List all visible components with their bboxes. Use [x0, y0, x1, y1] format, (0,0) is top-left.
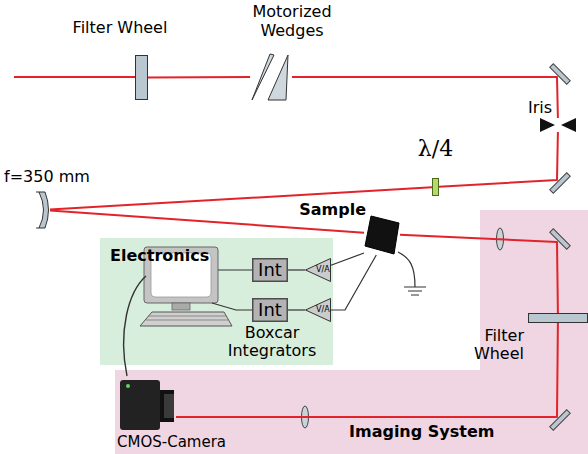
- amplifier: V/A: [305, 298, 331, 322]
- group-label: Boxcar Integrators: [215, 324, 329, 359]
- cmos-camera-shape: [120, 376, 176, 432]
- laser-beam: [292, 77, 558, 118]
- region-title: Electronics: [110, 246, 209, 265]
- imaging-region: Imaging System Filter WheelCMOS-Camera: [115, 210, 588, 454]
- signal-wire: [331, 255, 376, 310]
- laser-beam: [148, 76, 250, 78]
- mirror: [550, 64, 571, 85]
- focusing-mirror-shape: [36, 192, 50, 228]
- amplifier-label: V/A: [316, 305, 330, 315]
- motorized-wedges-shape: [250, 52, 292, 102]
- signal-wire: [288, 269, 305, 270]
- mirror: [550, 410, 571, 431]
- part-label: λ/4: [418, 136, 453, 162]
- part-label: Sample: [299, 200, 366, 219]
- part-label: Filter Wheel: [472, 327, 524, 364]
- laser-beam: [400, 235, 558, 313]
- mirror: [550, 173, 571, 194]
- ground-wire: [398, 252, 415, 287]
- part-label: Iris: [528, 98, 552, 117]
- filter-wheel: Filter Wheel: [135, 55, 148, 100]
- laser-beam: [439, 132, 558, 187]
- signal-wire: [288, 309, 305, 310]
- quarter-wave-plate: λ/4: [432, 178, 439, 196]
- cmos-camera: CMOS-Camera: [120, 376, 176, 432]
- amplifier-label: V/A: [316, 265, 330, 275]
- data-wire: [218, 269, 252, 270]
- keyboard: [140, 312, 232, 326]
- filter-wheel-shape: [135, 55, 148, 100]
- boxcar-integrator: Int: [252, 298, 288, 322]
- mirrors: [550, 64, 571, 431]
- laser-beam: [50, 187, 432, 209]
- part-label: Motorized Wedges: [242, 2, 342, 40]
- motorized-wedges: Motorized Wedges: [250, 52, 292, 102]
- focal-length-label: f=350 mm: [4, 167, 90, 186]
- camera-cable: [124, 276, 146, 376]
- sample-shape: [364, 213, 400, 255]
- monitor-stand: [172, 303, 190, 310]
- amplifier: V/A: [305, 258, 331, 282]
- laser-beam: [176, 323, 558, 417]
- data-wire: [212, 303, 252, 310]
- region-title: Imaging System: [349, 424, 494, 440]
- integrator-label: Int: [252, 258, 288, 282]
- electronics-region: [100, 238, 333, 365]
- focusing-mirror: f=350 mm: [36, 192, 50, 228]
- keyboard-keys: [146, 316, 228, 320]
- iris: Iris: [540, 118, 576, 132]
- signal-wire: [331, 253, 364, 265]
- integrator-label: Int: [252, 298, 288, 322]
- mirror: [550, 229, 571, 250]
- part-label: Filter Wheel: [73, 18, 168, 37]
- laser-beam: [14, 76, 135, 78]
- quarter-wave-plate-shape: [432, 178, 439, 196]
- filter-wheel: Filter Wheel: [528, 313, 588, 323]
- camera-label: CMOS-Camera: [117, 433, 226, 451]
- ground-symbol: [404, 287, 426, 295]
- iris-shape: [540, 118, 576, 132]
- sample: Sample: [364, 213, 400, 255]
- filter-wheel-shape: [528, 313, 588, 323]
- boxcar-integrator: Int: [252, 258, 288, 282]
